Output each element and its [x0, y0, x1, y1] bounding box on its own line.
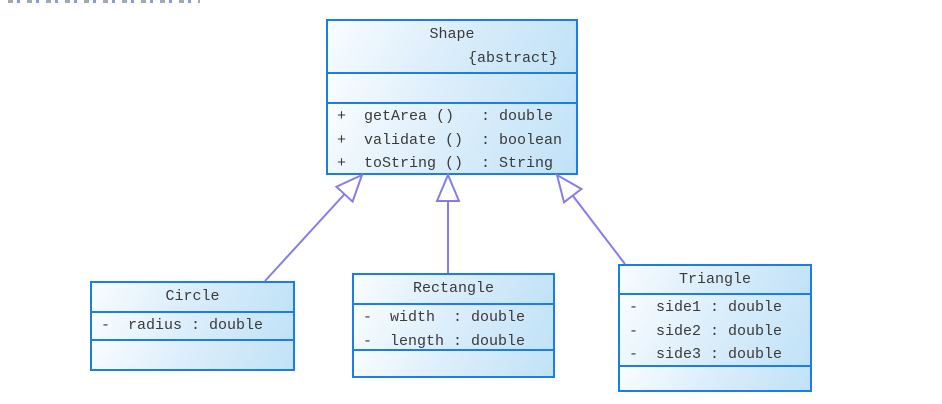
- class-name: Triangle: [678, 270, 751, 288]
- attribute-item: - side2 : double: [629, 322, 783, 340]
- attributes-compartment: - side1 : double - side2 : double - side…: [620, 293, 810, 365]
- class-name: Circle: [165, 288, 220, 305]
- class-box-circle: Circle - radius : double: [90, 281, 295, 371]
- attribute-item: - radius : double: [101, 317, 264, 334]
- class-header: Shape {abstract}: [328, 21, 576, 72]
- class-header: Triangle: [620, 266, 810, 293]
- attributes-compartment: [328, 72, 576, 102]
- methods-compartment: [92, 339, 293, 369]
- method-item: + getArea () : double: [337, 108, 554, 125]
- class-box-triangle: Triangle - side1 : double - side2 : doub…: [618, 264, 812, 392]
- attribute-item: - length : double: [363, 332, 526, 350]
- methods-compartment: [354, 349, 553, 376]
- attributes-compartment: - radius : double: [92, 311, 293, 339]
- class-name: Shape: [429, 25, 475, 43]
- clipped-text-fragment: [8, 0, 200, 3]
- method-item: + validate () : boolean: [337, 131, 563, 149]
- methods-compartment: + getArea () : double + validate () : bo…: [328, 102, 576, 173]
- generalization-arrow-circle-to-shape: [264, 173, 364, 282]
- attributes-compartment: - width : double - length : double: [354, 303, 553, 349]
- generalization-arrow-triangle-to-shape: [555, 172, 626, 265]
- class-box-shape: Shape {abstract} + getArea () : double +…: [326, 19, 578, 175]
- abstract-stereotype: {abstract}: [467, 49, 558, 67]
- attribute-item: - side3 : double: [629, 346, 783, 363]
- methods-compartment: [620, 365, 810, 390]
- class-header: Circle: [92, 283, 293, 311]
- class-name: Rectangle: [412, 280, 494, 297]
- class-box-rectangle: Rectangle - width : double - length : do…: [352, 273, 555, 378]
- method-item: + toString () : String: [337, 155, 554, 172]
- class-header: Rectangle: [354, 275, 553, 303]
- attribute-item: - side1 : double: [629, 299, 783, 316]
- attribute-item: - width : double: [363, 309, 526, 326]
